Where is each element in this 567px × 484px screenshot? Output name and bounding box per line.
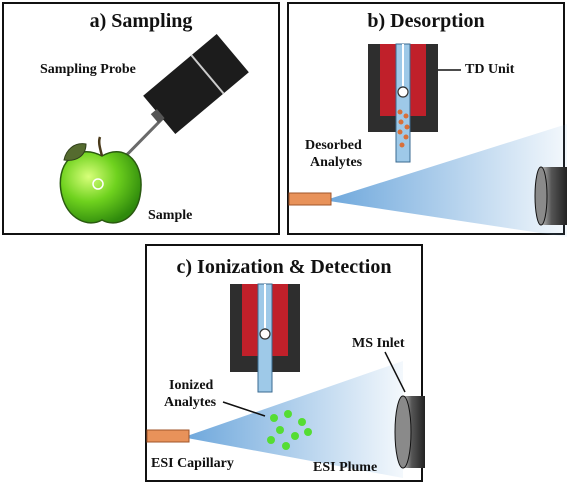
- label-desorbed-line2: Analytes: [310, 155, 363, 170]
- panel-sampling: a) Sampling Sampling Probe Sample: [2, 2, 280, 235]
- label-ionized-line1: Ionized: [169, 378, 214, 393]
- panel-ionization-detection: c) Ionization & Detection: [145, 244, 425, 482]
- panel-title-sampling: a) Sampling: [89, 10, 193, 32]
- esi-plume: [187, 361, 403, 478]
- esi-capillary: [288, 192, 332, 206]
- label-ms-inlet: MS Inlet: [352, 336, 405, 351]
- label-ionized-line2: Analytes: [164, 395, 217, 410]
- esi-capillary: [146, 429, 190, 443]
- label-td-unit: TD Unit: [465, 62, 515, 77]
- label-sample: Sample: [148, 208, 193, 223]
- ms-inlet-pointer: [384, 351, 406, 393]
- label-esi-plume: ESI Plume: [313, 460, 378, 475]
- td-unit: [368, 43, 461, 163]
- label-desorbed-line1: Desorbed: [305, 138, 362, 153]
- ionized-analytes: [267, 410, 312, 450]
- apple-sample: [59, 136, 142, 224]
- label-esi-capillary: ESI Capillary: [151, 456, 234, 471]
- sampling-illustration: [59, 33, 249, 224]
- panel-title-desorption: b) Desorption: [367, 10, 485, 32]
- desorption-illustration: [288, 43, 567, 237]
- ionization-illustration: [146, 283, 425, 478]
- panel-desorption: b) Desorption: [287, 2, 567, 237]
- ms-inlet: [534, 166, 567, 226]
- ms-inlet: [394, 395, 425, 469]
- esi-plume: [329, 124, 567, 237]
- panel-title-ionization: c) Ionization & Detection: [176, 256, 392, 278]
- label-sampling-probe: Sampling Probe: [40, 62, 136, 77]
- ionized-pointer: [222, 401, 266, 417]
- sampling-probe: [143, 33, 249, 135]
- td-unit: [230, 283, 300, 393]
- desorbed-analytes: [397, 109, 410, 148]
